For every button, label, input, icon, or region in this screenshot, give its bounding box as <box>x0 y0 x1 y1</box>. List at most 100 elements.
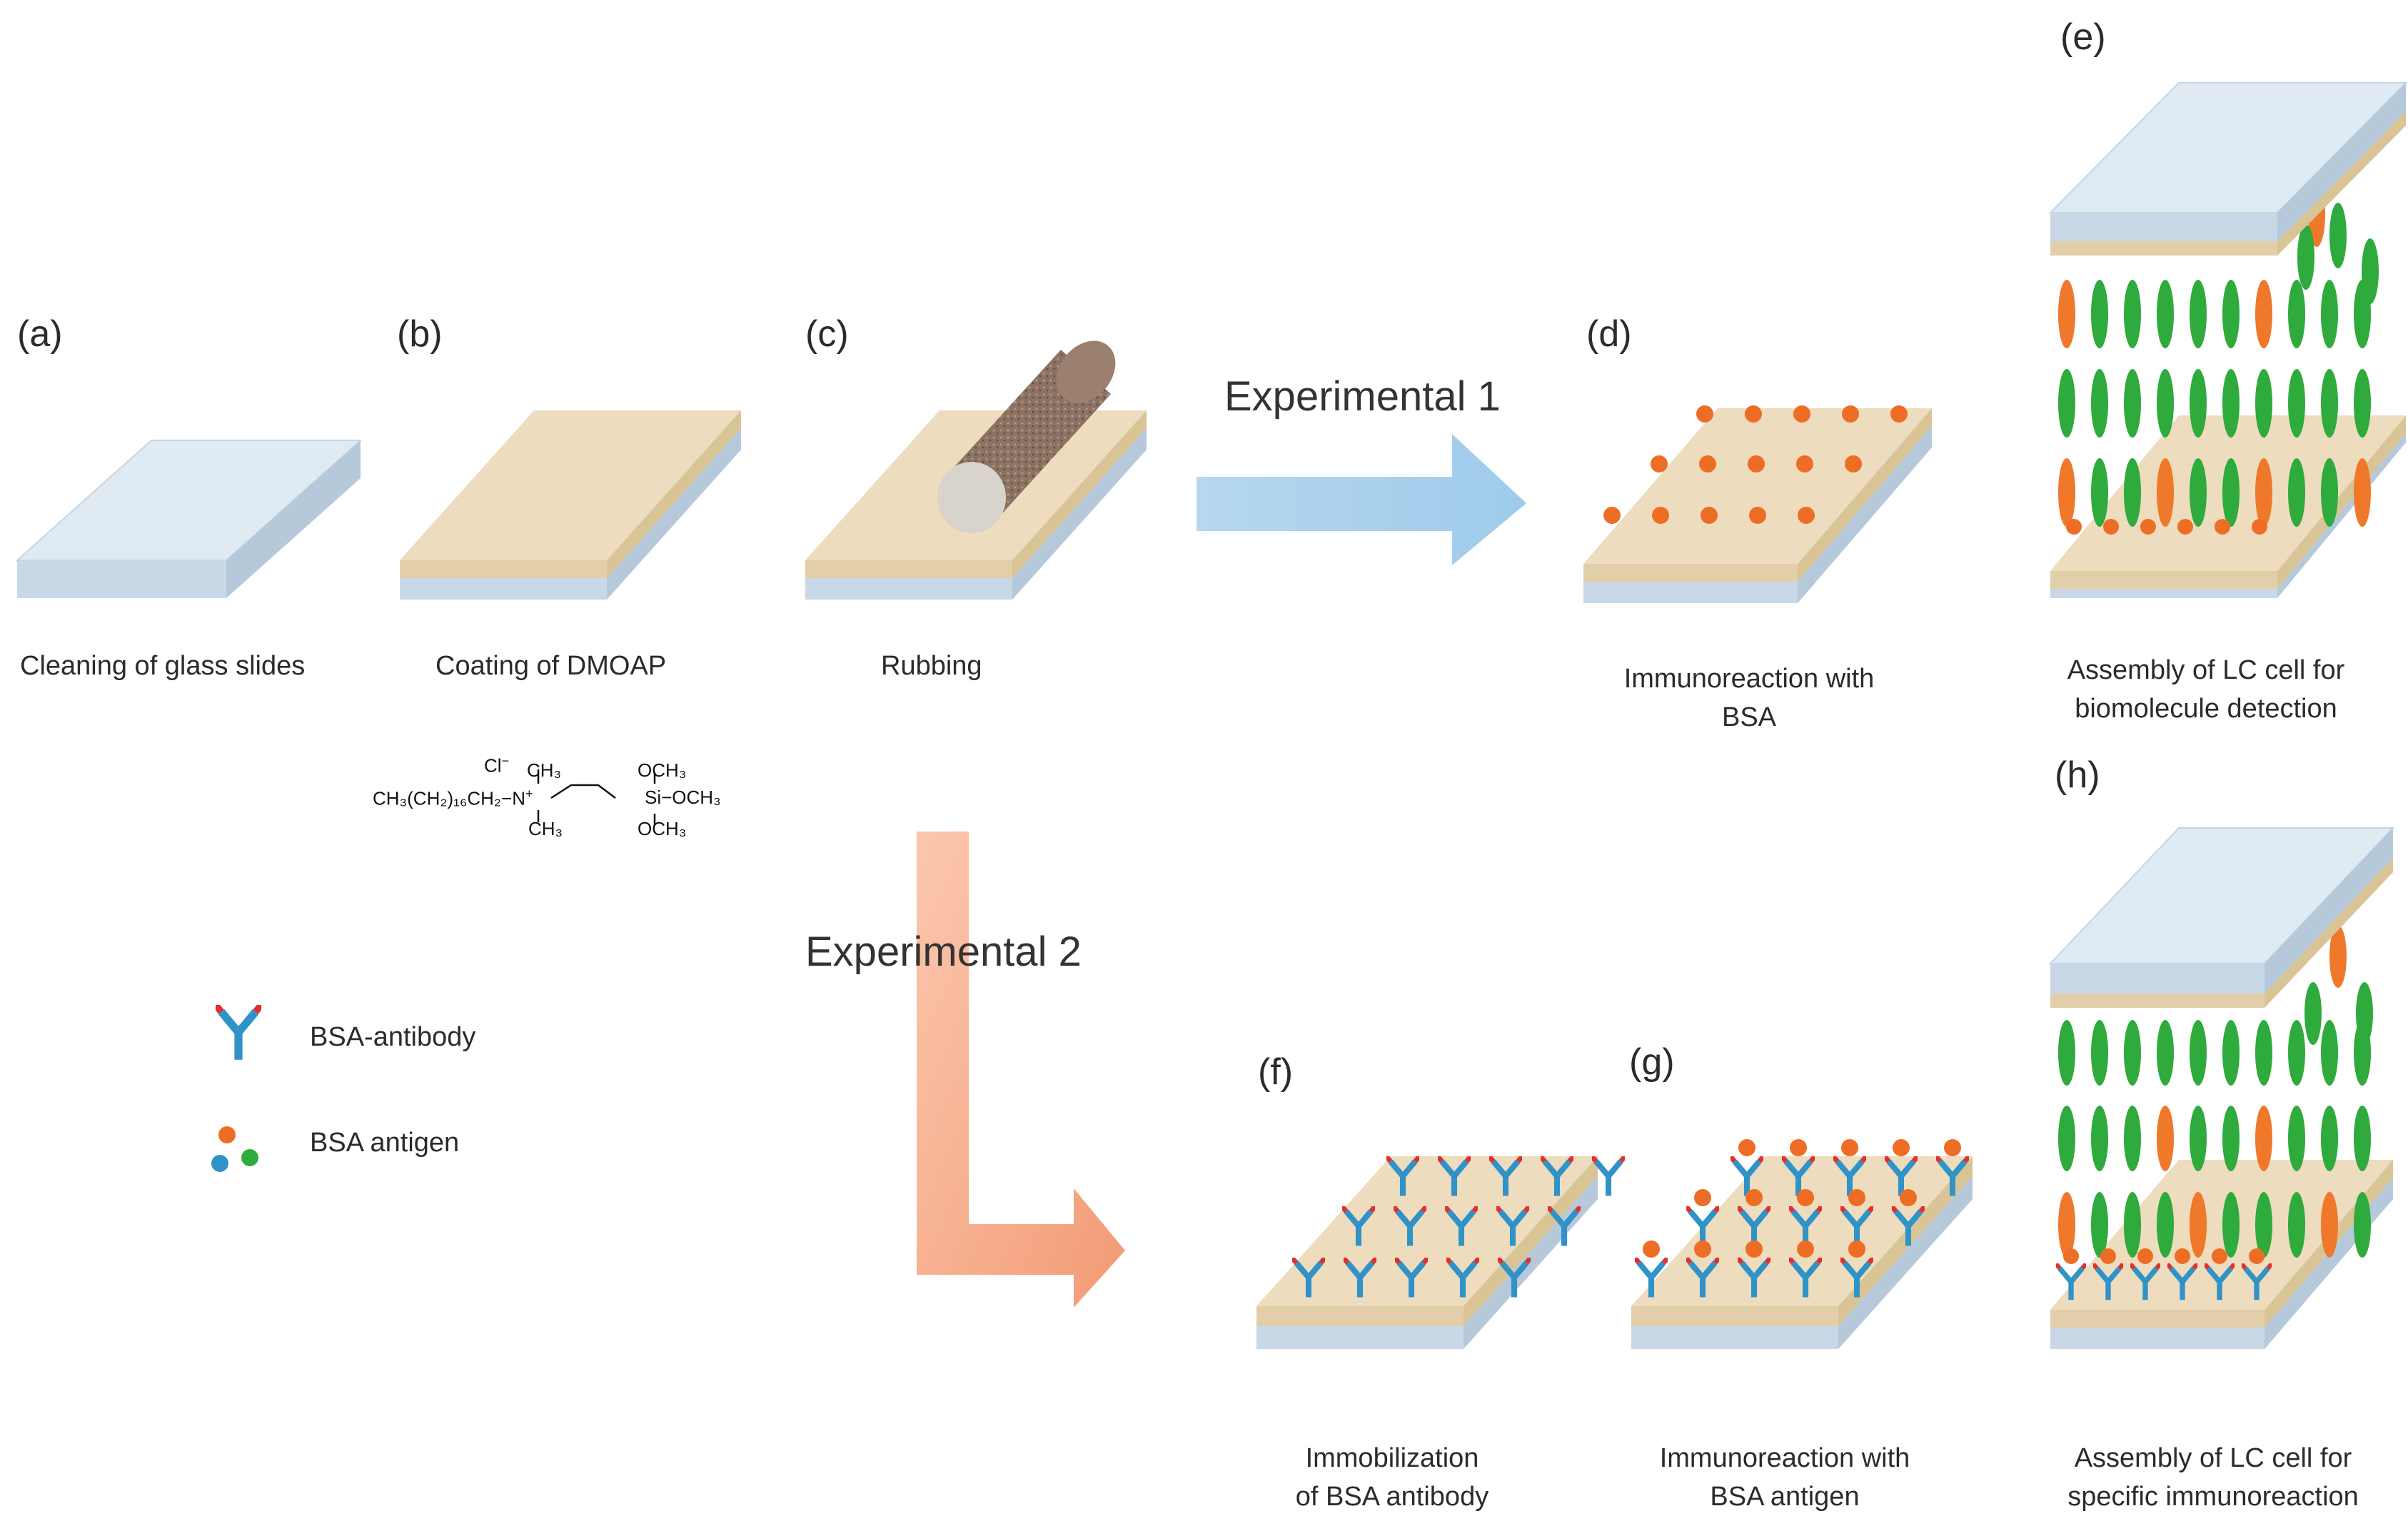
caption-e: Assembly of LC cell for biomolecule dete… <box>2027 651 2384 728</box>
experimental-1-label: Experimental 1 <box>1224 373 1501 420</box>
lc-molecules-h <box>2056 925 2373 1300</box>
lc-molecule <box>2058 1192 2075 1258</box>
antigen-dot <box>1790 1139 1807 1156</box>
lc-molecule <box>2288 280 2305 348</box>
caption-c: Rubbing <box>881 651 982 681</box>
legend-antigen-label: BSA antigen <box>310 1128 460 1158</box>
lc-molecule <box>2157 280 2174 348</box>
antigen-dot <box>1701 507 1718 524</box>
lc-molecule <box>2091 458 2108 527</box>
antigen-dot <box>1842 405 1859 423</box>
caption-h-line1: Assembly of LC cell for <box>2074 1443 2352 1473</box>
formula-silicon: Si−OCH₃ <box>645 787 721 808</box>
panel-c-letter: (c) <box>805 313 849 355</box>
panel-f-letter: (f) <box>1258 1051 1294 1093</box>
antigen-dot <box>1893 1139 1910 1156</box>
caption-f-line1: Immobilization <box>1305 1443 1479 1473</box>
experimental-2-label: Experimental 2 <box>805 929 1082 975</box>
lc-molecules-e <box>2058 181 2379 535</box>
lc-molecule <box>2321 280 2338 348</box>
lc-cell-e-top <box>2048 82 2408 256</box>
lc-cell-h-top <box>2048 827 2395 1008</box>
panel-a-letter: (a) <box>17 313 63 355</box>
antigen-dot <box>2103 519 2119 535</box>
lc-molecule <box>2321 458 2338 527</box>
experimental-1-arrow <box>1197 434 1526 565</box>
lc-molecule <box>2362 238 2379 304</box>
lc-molecule <box>2255 1020 2272 1086</box>
lc-molecule <box>2124 458 2141 527</box>
lc-molecule <box>2356 982 2373 1045</box>
caption-f: Immobilization of BSA antibody <box>1249 1439 1535 1516</box>
formula-chain: CH₃(CH₂)₁₆CH₂−N+ <box>373 787 533 809</box>
slide-f <box>1256 1156 1598 1349</box>
lc-molecule <box>2354 458 2371 527</box>
antigen-dot <box>2066 519 2082 535</box>
antigen-dot <box>1745 1189 1763 1206</box>
lc-molecule <box>2354 369 2371 438</box>
formula-methoxy-bottom: OCH₃ <box>638 818 687 839</box>
slide-d <box>1583 408 1932 603</box>
antigen-dot <box>1793 405 1810 423</box>
lc-molecule <box>2354 1192 2371 1258</box>
lc-molecule <box>2354 1106 2371 1171</box>
lc-molecule <box>2288 369 2305 438</box>
antigen-dot <box>1841 1139 1858 1156</box>
lc-molecule <box>2288 458 2305 527</box>
caption-g: Immunoreaction with BSA antigen <box>1613 1439 1956 1516</box>
lc-molecule <box>2157 1192 2174 1258</box>
lc-molecule <box>2321 1106 2338 1171</box>
lc-molecule <box>2157 1020 2174 1086</box>
legend-antibody-label: BSA-antibody <box>310 1022 476 1052</box>
lc-molecule <box>2124 1106 2141 1171</box>
lc-molecule <box>2091 280 2108 348</box>
lc-molecule <box>2190 369 2207 438</box>
antigen-dot <box>2175 1248 2190 1264</box>
lc-molecule <box>2222 369 2240 438</box>
antigen-dot <box>1652 507 1669 524</box>
antigen-dot <box>2063 1248 2079 1264</box>
lc-molecule <box>2190 1192 2207 1258</box>
antigen-dot <box>1745 1240 1763 1258</box>
caption-f-line2: of BSA antibody <box>1295 1482 1489 1512</box>
antigen-dot <box>1797 1240 1814 1258</box>
caption-a: Cleaning of glass slides <box>20 651 306 681</box>
lc-molecule <box>2124 1020 2141 1086</box>
lc-molecule <box>2321 369 2338 438</box>
antigen-dot <box>1845 455 1862 473</box>
slide-a <box>15 440 363 598</box>
antigen-dot <box>2215 519 2230 535</box>
antigen-dot <box>1749 507 1766 524</box>
lc-molecule <box>2222 1106 2240 1171</box>
lc-molecule <box>2288 1192 2305 1258</box>
panel-h-letter: (h) <box>2055 754 2100 796</box>
antigen-dot <box>2252 519 2267 535</box>
antigen-dot <box>1694 1240 1711 1258</box>
antigen-dot <box>1848 1240 1865 1258</box>
antigen-dot <box>1694 1189 1711 1206</box>
antigen-dot <box>1696 405 1713 423</box>
lc-molecule <box>2255 1192 2272 1258</box>
antigen-dot <box>1890 405 1908 423</box>
lc-molecule <box>2255 458 2272 527</box>
legend-antibody-icon <box>216 1005 261 1060</box>
rubbing-roller-icon <box>937 340 1116 533</box>
lc-molecule <box>2329 925 2347 988</box>
antigen-dot <box>1603 507 1621 524</box>
lc-molecule <box>2157 458 2174 527</box>
dmoap-formula-bonds <box>537 769 656 825</box>
caption-d: Immunoreaction with BSA <box>1578 660 1920 737</box>
lc-molecule <box>2058 1020 2075 1086</box>
lc-molecule <box>2288 1020 2305 1086</box>
antigen-dot <box>2212 1248 2227 1264</box>
lc-molecule <box>2058 458 2075 527</box>
lc-molecule <box>2091 1106 2108 1171</box>
caption-e-line1: Assembly of LC cell for <box>2067 655 2345 685</box>
antigen-dot <box>1900 1189 1917 1206</box>
caption-e-line2: biomolecule detection <box>2075 694 2337 724</box>
lc-molecule <box>2255 1106 2272 1171</box>
antigen-dot <box>1745 405 1762 423</box>
experimental-2-arrow <box>917 832 1125 1308</box>
formula-methyl-top: CH₃ <box>527 759 562 781</box>
